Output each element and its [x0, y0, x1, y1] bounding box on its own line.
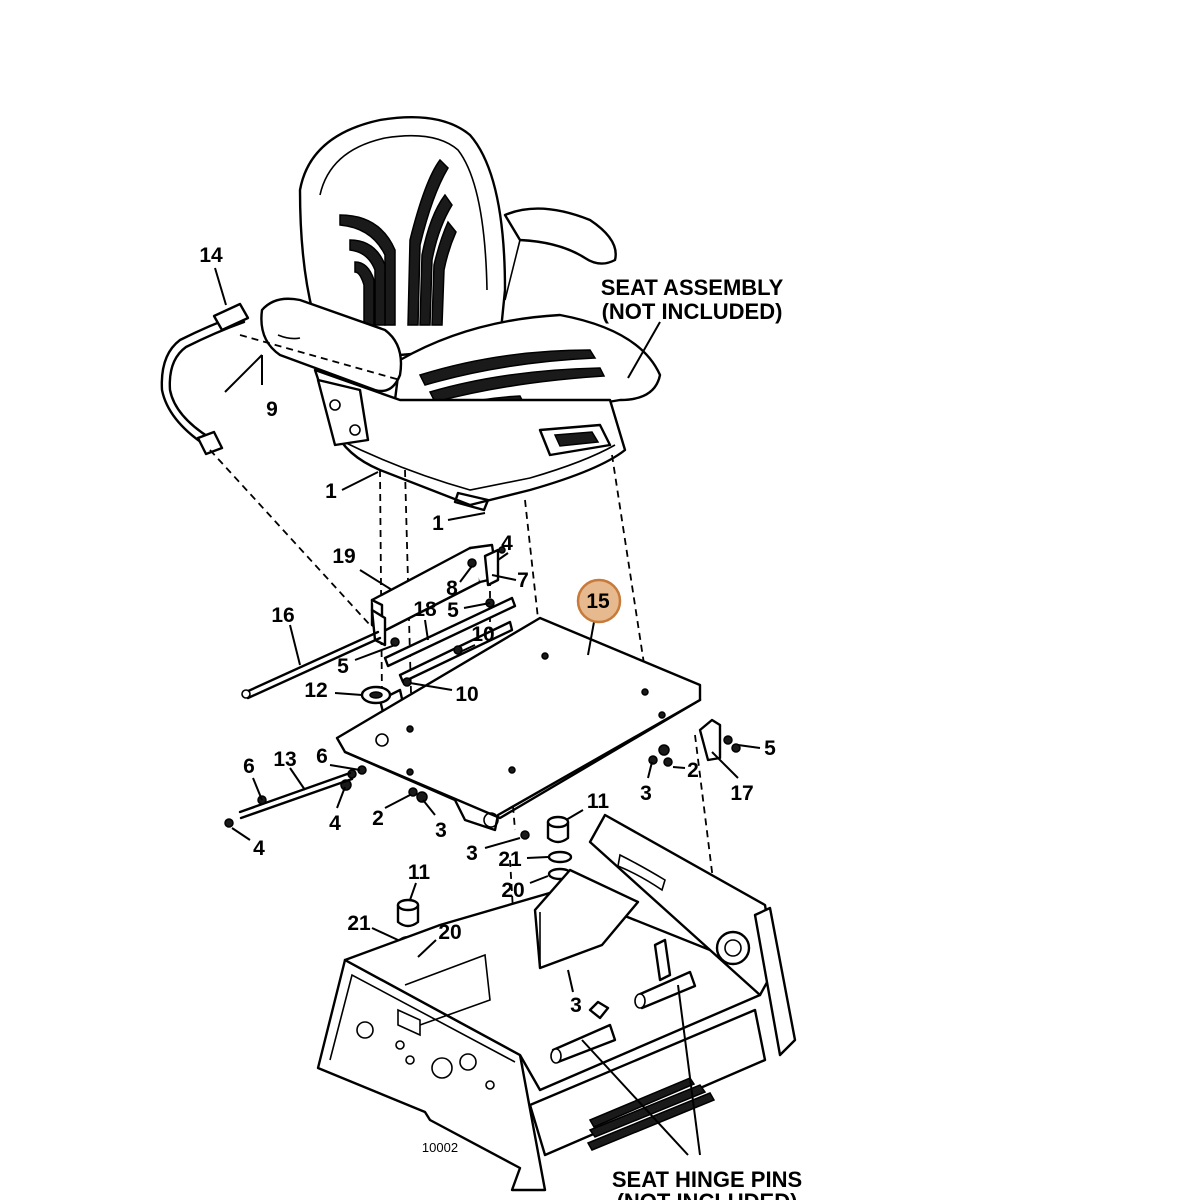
callout-11b: 11	[408, 861, 431, 884]
callout-11a: 11	[587, 790, 610, 813]
linkage-rod-drawing	[224, 771, 354, 828]
callout-21a: 21	[498, 848, 522, 871]
seat-pan-drawing	[335, 616, 702, 832]
callout-15: 15	[586, 590, 610, 613]
callout-4b: 4	[329, 812, 341, 835]
callout-6b: 6	[243, 755, 255, 778]
callout-9: 9	[266, 398, 278, 421]
callout-20b: 20	[438, 921, 461, 944]
hinge-pins-note-line2: (NOT INCLUDED)	[617, 1189, 798, 1200]
machine-frame-drawing	[316, 813, 797, 1192]
callout-20a: 20	[501, 879, 524, 902]
callout-numbers: 14 9 1 1 19 4 7 8 5 18 16 10 5 12 10 15 …	[199, 244, 776, 1017]
seat-assembly-note-line1: SEAT ASSEMBLY	[601, 275, 784, 300]
callout-3a: 3	[435, 819, 447, 842]
callout-21b: 21	[347, 912, 371, 935]
callout-1a: 1	[325, 480, 337, 503]
callout-8: 8	[446, 577, 458, 600]
callout-4c: 4	[253, 837, 265, 860]
callout-16: 16	[271, 604, 294, 627]
callout-3b: 3	[640, 782, 652, 805]
hinge-pins-note-line1: SEAT HINGE PINS	[612, 1167, 802, 1192]
assembly-notes: SEAT ASSEMBLY (NOT INCLUDED) SEAT HINGE …	[601, 275, 802, 1200]
callout-13: 13	[273, 748, 296, 771]
callout-2a: 2	[372, 807, 384, 830]
callout-3d: 3	[570, 994, 582, 1017]
callout-12: 12	[304, 679, 327, 702]
callout-5a: 5	[447, 599, 459, 622]
callout-leaders	[214, 267, 761, 1156]
slide-rail-brackets-drawing	[370, 543, 517, 722]
callout-10b: 10	[455, 683, 478, 706]
callout-6a: 6	[316, 745, 328, 768]
callout-17: 17	[730, 782, 753, 805]
callout-18: 18	[413, 598, 437, 621]
highlight-marker	[576, 578, 622, 624]
callout-5c: 5	[764, 737, 776, 760]
bumper-drawing	[360, 685, 392, 705]
seat-assembly-note-line2: (NOT INCLUDED)	[602, 299, 783, 324]
callout-7: 7	[517, 569, 529, 592]
adjuster-rod-drawing	[241, 630, 382, 700]
figure-number: 10002	[422, 1140, 458, 1155]
callout-10a: 10	[471, 623, 494, 646]
seat-assembly-drawing	[260, 115, 662, 512]
callout-14: 14	[199, 244, 223, 267]
callout-19: 19	[332, 545, 355, 568]
callout-4a: 4	[501, 532, 513, 555]
callout-1b: 1	[432, 512, 444, 535]
right-bracket-drawing	[698, 718, 741, 762]
callout-2b: 2	[687, 759, 699, 782]
seat-switch-harness-drawing	[160, 302, 250, 456]
callout-3c: 3	[466, 842, 478, 865]
callout-5b: 5	[337, 655, 349, 678]
